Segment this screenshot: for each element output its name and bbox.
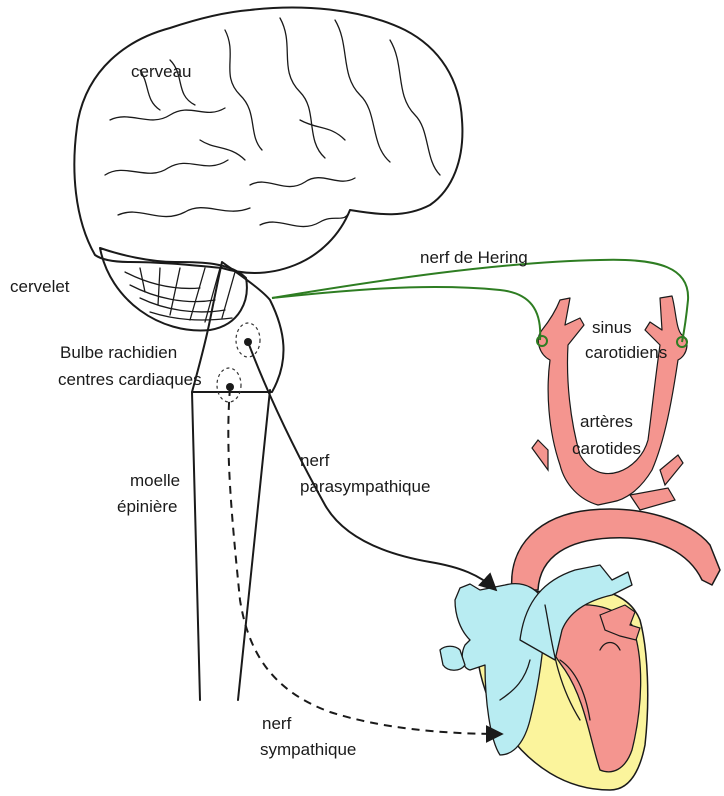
parasympathetic-nerve — [248, 342, 496, 590]
label-sym-line2: sympathique — [260, 740, 356, 759]
cerebellum — [100, 248, 247, 330]
label-moelle-line2: épinière — [117, 497, 178, 516]
label-bulbe-line2: centres cardiaques — [58, 370, 202, 389]
label-sym-line1: nerf — [262, 714, 292, 733]
label-moelle-line1: moelle — [130, 471, 180, 490]
label-arteres-line1: artères — [580, 412, 633, 431]
label-parasym-line1: nerf — [300, 451, 330, 470]
heart — [440, 565, 648, 790]
label-cerveau: cerveau — [131, 62, 191, 81]
label-cervelet: cervelet — [10, 277, 70, 296]
label-sinus-line2: carotidiens — [585, 343, 667, 362]
sympathetic-nerve — [228, 388, 502, 734]
cardiac-center-parasympathetic — [236, 323, 260, 357]
label-bulbe-line1: Bulbe rachidien — [60, 343, 177, 362]
label-arteres-line2: carotides — [572, 439, 641, 458]
label-parasym-line2: parasympathique — [300, 477, 430, 496]
label-sinus-line1: sinus — [592, 318, 632, 337]
cardiac-center-sympathetic — [217, 368, 241, 402]
label-nerf-hering: nerf de Hering — [420, 248, 528, 267]
cerebrum — [74, 7, 462, 272]
